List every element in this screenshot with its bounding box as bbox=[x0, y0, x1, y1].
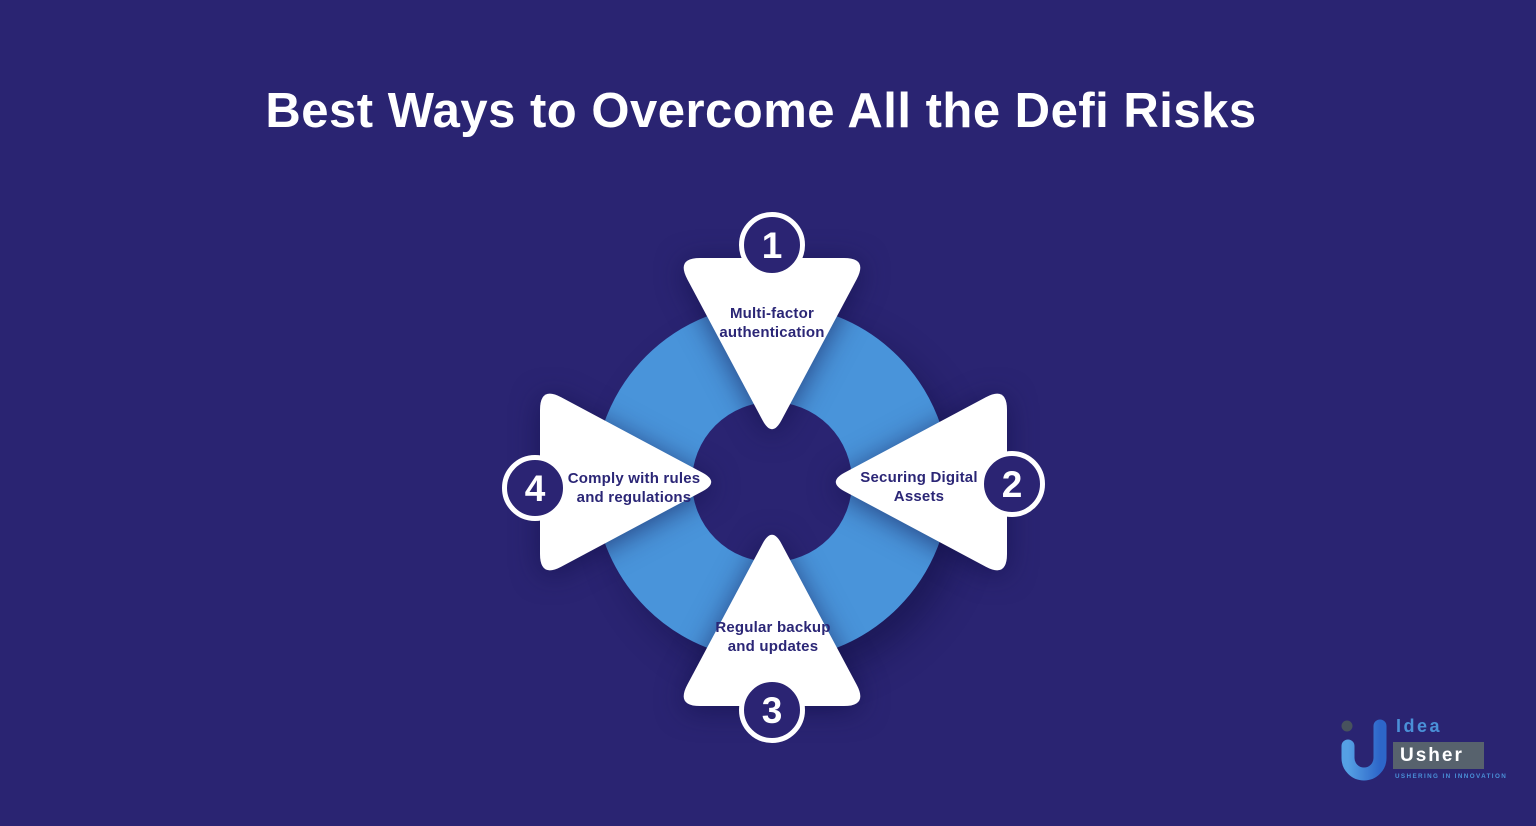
step-2-label: Securing Digital Assets bbox=[824, 468, 1014, 506]
logo-tagline: USHERING IN INNOVATION bbox=[1395, 773, 1508, 780]
step-3-number: 3 bbox=[761, 689, 783, 731]
step-2-label-line1: Securing Digital bbox=[860, 469, 978, 486]
step-1-label-line2: authentication bbox=[719, 324, 825, 341]
step-1-number: 1 bbox=[761, 224, 783, 266]
idea-usher-u-icon bbox=[1341, 719, 1387, 781]
step-4-number: 4 bbox=[524, 467, 546, 509]
step-3-label: Regular backup and updates bbox=[678, 618, 868, 656]
step-2-arrow-icon bbox=[835, 393, 1007, 571]
idea-usher-logo: Idea Usher USHERING IN INNOVATION bbox=[1338, 714, 1506, 786]
step-2-number-badge: 2 bbox=[979, 451, 1045, 517]
step-2-number: 2 bbox=[1001, 463, 1023, 505]
step-3-arrow-icon bbox=[683, 534, 861, 706]
step-4-label: Comply with rules and regulations bbox=[539, 469, 729, 507]
step-2-label-line2: Assets bbox=[893, 488, 945, 505]
step-4-arrow-icon bbox=[540, 393, 712, 571]
step-3-label-line2: and updates bbox=[727, 638, 819, 655]
step-4-number-badge: 4 bbox=[502, 455, 568, 521]
page-title: Best Ways to Overcome All the Defi Risks bbox=[265, 84, 1257, 138]
step-1-label-line1: Multi-factor bbox=[729, 305, 815, 322]
step-1-number-badge: 1 bbox=[739, 212, 805, 278]
step-3-label-line1: Regular backup bbox=[715, 619, 831, 636]
step-4-label-line2: and regulations bbox=[576, 489, 692, 506]
step-3-number-badge: 3 bbox=[739, 677, 805, 743]
logo-brand-idea: Idea bbox=[1396, 716, 1443, 736]
step-4-label-line1: Comply with rules bbox=[567, 470, 701, 487]
step-1-label: Multi-factor authentication bbox=[677, 304, 867, 342]
step-1-arrow-icon bbox=[683, 258, 861, 430]
logo-brand-usher: Usher bbox=[1393, 742, 1484, 769]
